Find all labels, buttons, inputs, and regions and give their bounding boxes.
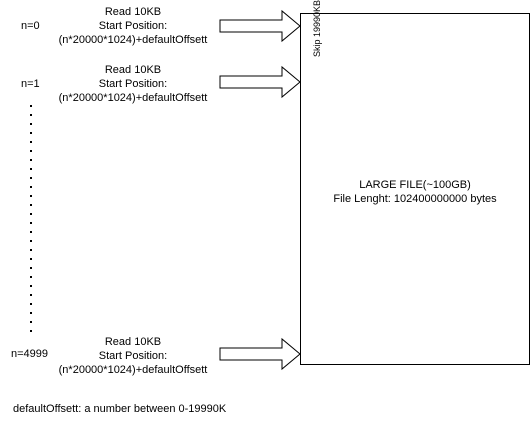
file-description: LARGE FILE(~100GB) File Lenght: 10240000…	[300, 178, 530, 206]
arrow-row-4999	[219, 337, 301, 371]
file-title: LARGE FILE(~100GB)	[359, 179, 471, 191]
read-size-label: Read 10KB	[104, 64, 162, 76]
read-block-4999: Read 10KB Start Position: (n*20000*1024)…	[33, 335, 233, 377]
large-file-box	[300, 13, 530, 365]
file-length: File Lenght: 102400000000 bytes	[333, 193, 497, 205]
start-position-label: Start Position:	[98, 78, 168, 90]
start-position-label: Start Position:	[98, 350, 168, 362]
offset-formula: (n*20000*1024)+defaultOffsett	[58, 34, 208, 46]
n-label-4999: n=4999	[11, 348, 49, 360]
default-offset-footnote: defaultOffsett: a number between 0-19990…	[13, 403, 227, 415]
read-size-label: Read 10KB	[104, 336, 162, 348]
skip-label: Skip 19990KB	[312, 0, 322, 57]
offset-formula: (n*20000*1024)+defaultOffsett	[58, 364, 208, 376]
read-block-0: Read 10KB Start Position: (n*20000*1024)…	[33, 5, 233, 47]
read-block-1: Read 10KB Start Position: (n*20000*1024)…	[33, 63, 233, 105]
start-position-label: Start Position:	[98, 20, 168, 32]
arrow-row-0	[219, 9, 301, 43]
n-label-1: n=1	[21, 78, 40, 90]
offset-formula: (n*20000*1024)+defaultOffsett	[58, 92, 208, 104]
n-label-0: n=0	[21, 20, 40, 32]
arrow-row-1	[219, 65, 301, 99]
read-size-label: Read 10KB	[104, 6, 162, 18]
